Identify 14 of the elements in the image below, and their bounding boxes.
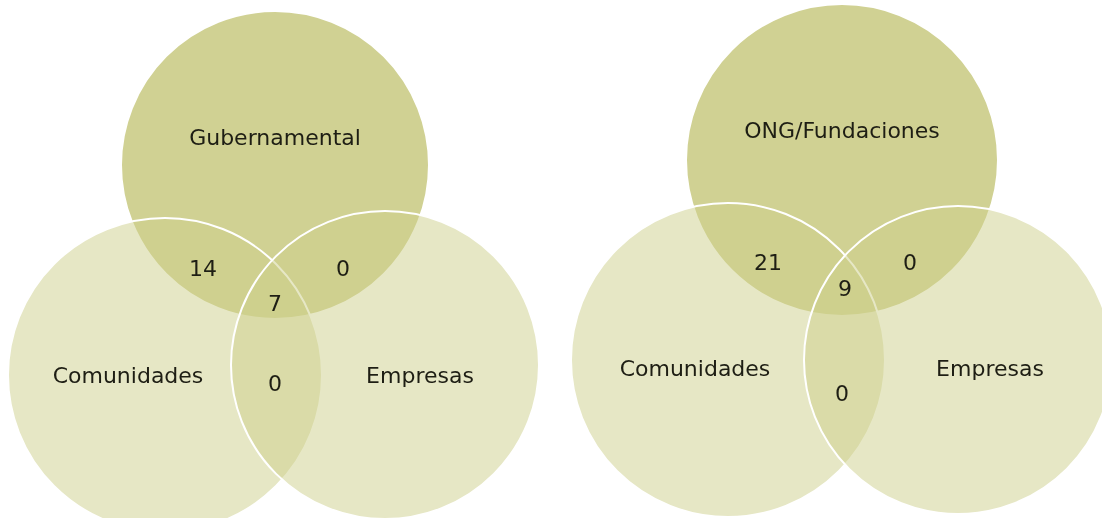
set-label: Comunidades bbox=[52, 362, 204, 388]
set-label: Gubernamental bbox=[189, 124, 361, 150]
count-label: 0 bbox=[268, 370, 282, 396]
set-label: ONG/Fundaciones bbox=[744, 117, 940, 143]
count-label: 9 bbox=[838, 275, 852, 301]
count-label: 0 bbox=[903, 249, 917, 275]
count-label: 21 bbox=[754, 249, 782, 275]
count-label: 7 bbox=[268, 290, 282, 316]
count-label: 0 bbox=[336, 255, 350, 281]
set-label: Comunidades bbox=[619, 355, 771, 381]
count-label: 14 bbox=[189, 255, 217, 281]
set-label: Empresas bbox=[936, 355, 1044, 381]
count-label: 0 bbox=[835, 380, 849, 406]
set-label: Empresas bbox=[366, 362, 474, 388]
